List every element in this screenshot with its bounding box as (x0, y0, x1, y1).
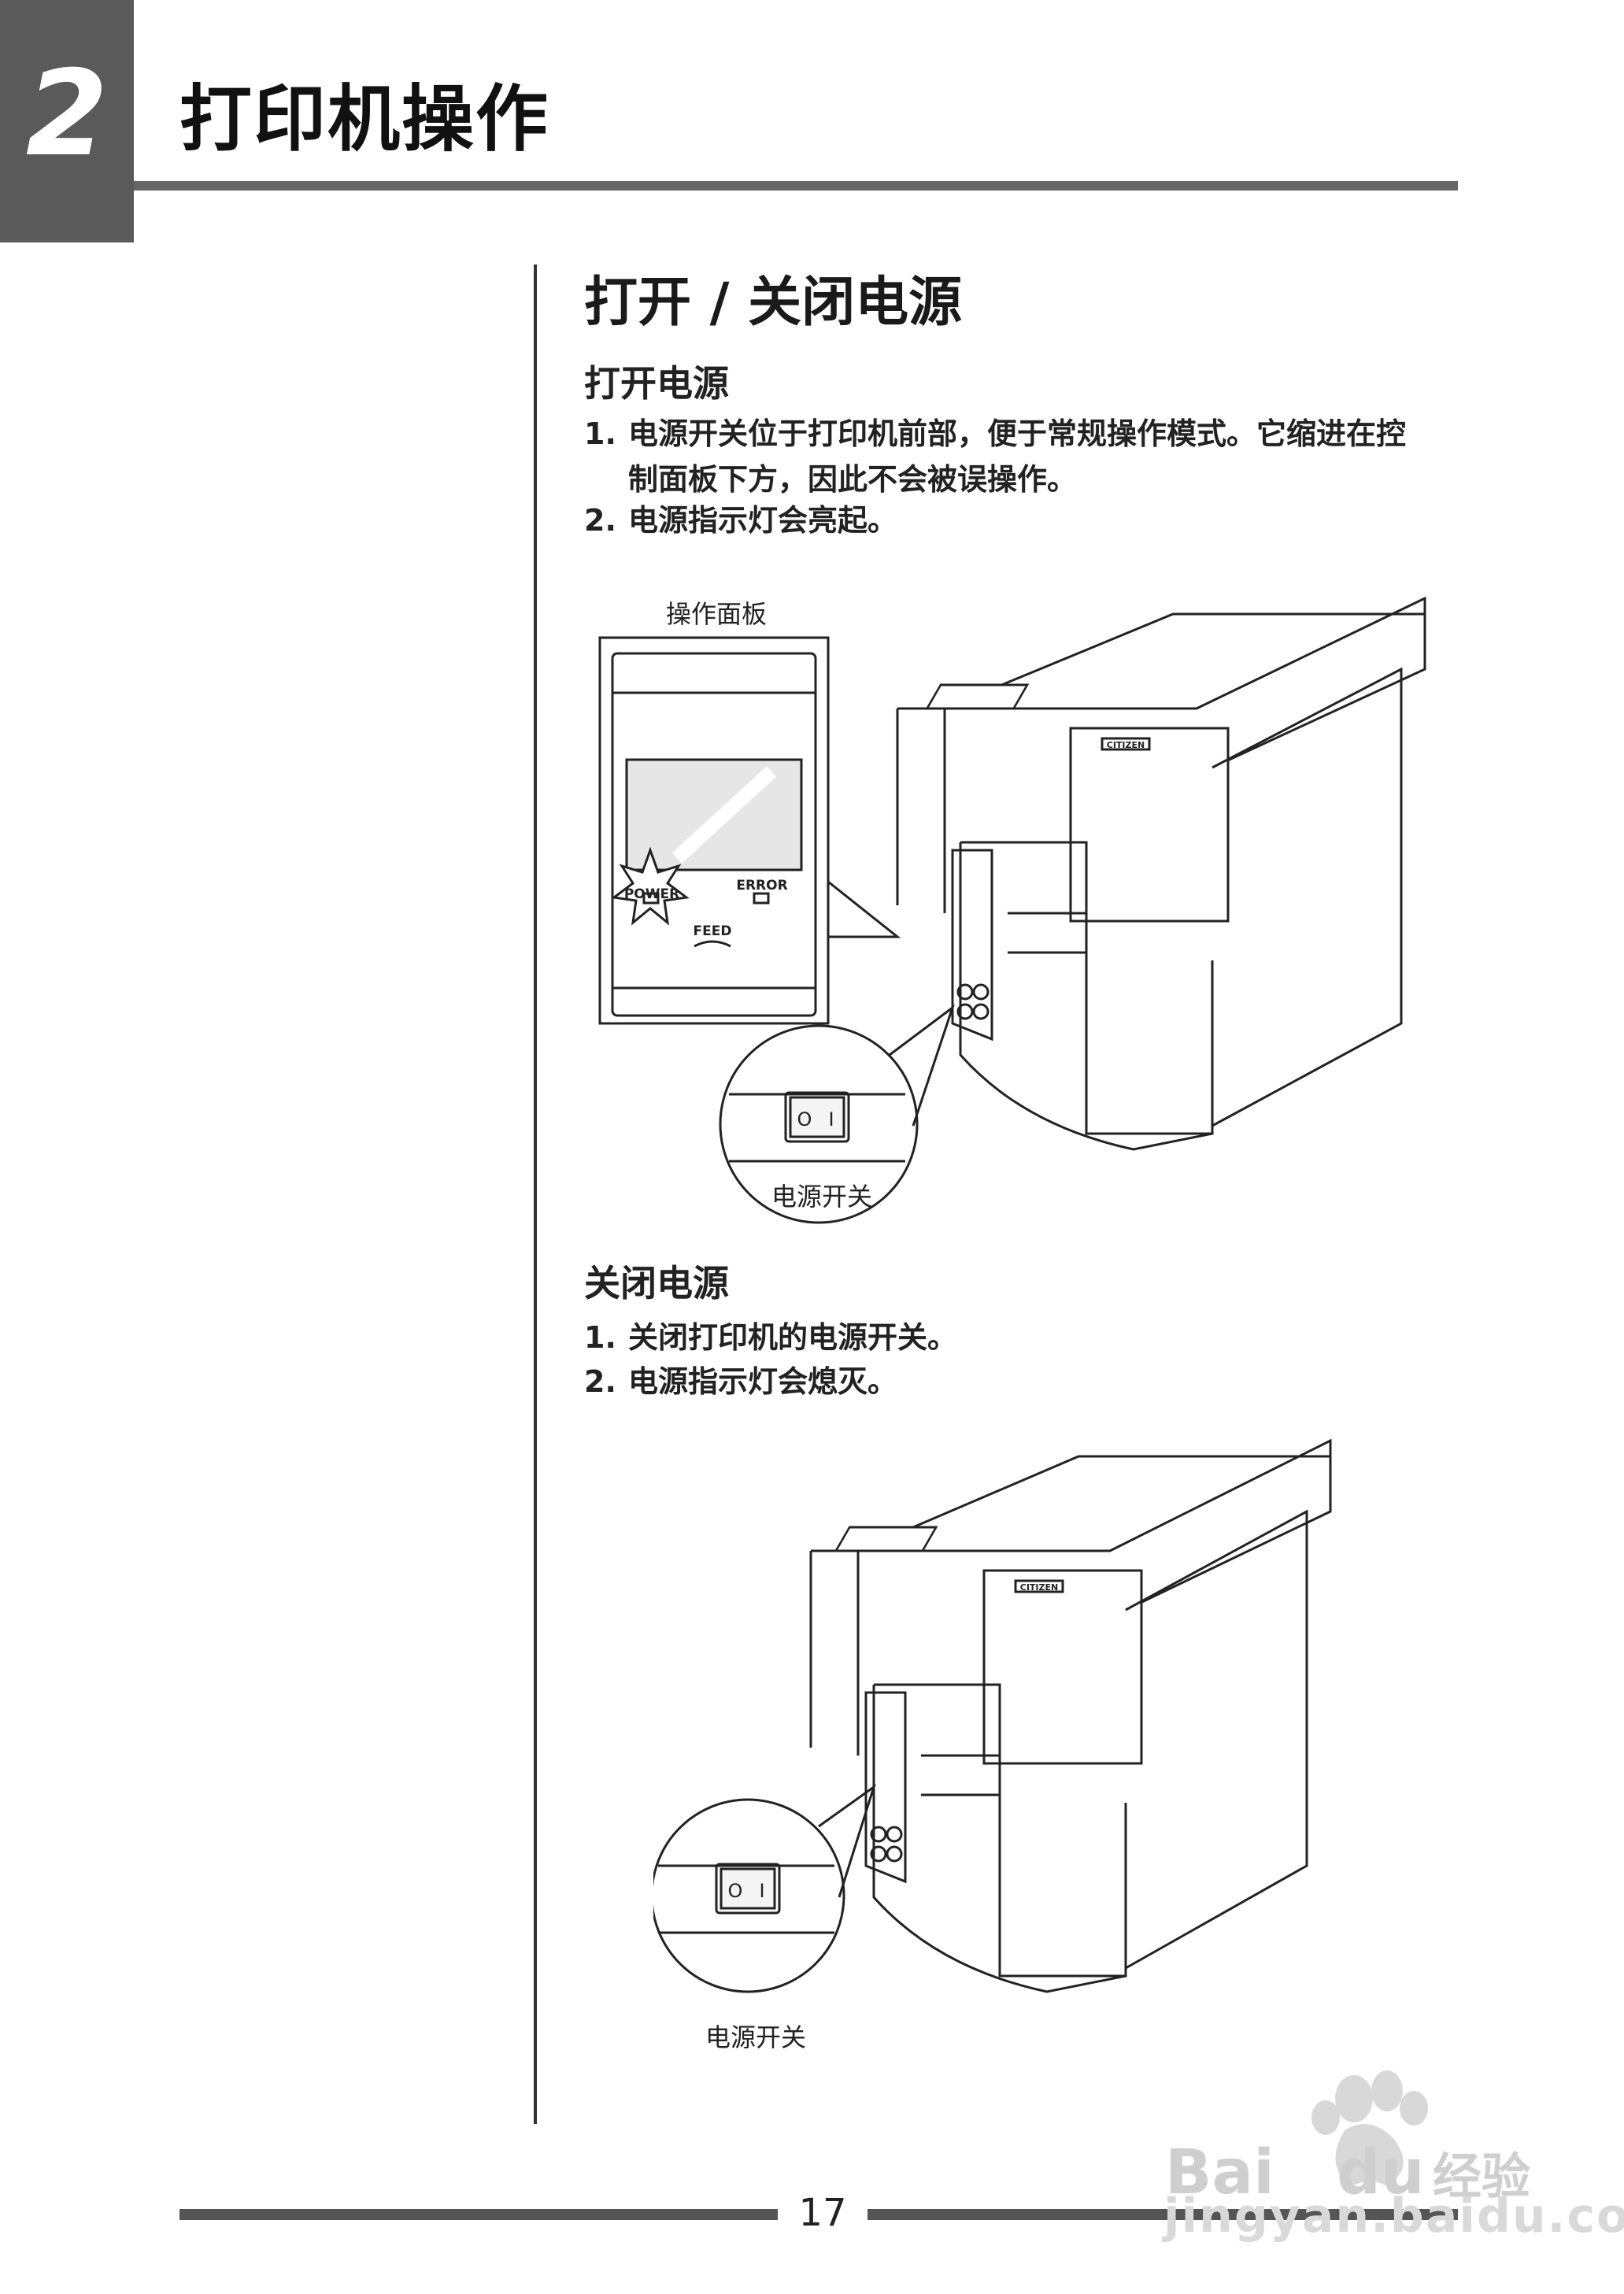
list-item-text: 关闭打印机的电源开关。 (628, 1320, 958, 1355)
watermark-brand-2: du (1337, 2137, 1424, 2208)
list-item-text: 电源指示灯会熄灭。 (628, 1364, 898, 1399)
front-cover (982, 1569, 1143, 1765)
power-switch-rocker (789, 1096, 845, 1138)
switch-off-glyph: O (797, 1108, 812, 1130)
power-led-glow-icon (611, 846, 690, 926)
list-item-number: 2. (584, 503, 616, 538)
power-switch-rocker (720, 1867, 776, 1910)
header-rule (134, 181, 1458, 191)
section-title: 打开 / 关闭电源 (584, 272, 963, 334)
control-panel-frame (611, 652, 817, 1017)
switch-caption: 电源开关 (705, 2022, 807, 2052)
baidu-watermark-logo: Bai du 经验 (1165, 2070, 1530, 2208)
list-item-number: 1. (584, 1320, 616, 1355)
footer-rule-left (179, 2209, 778, 2220)
list-item-number: 2. (584, 1364, 616, 1399)
printer-power-off-illustration: CITIZEN O I (653, 1438, 1332, 1993)
list-item: 2. 电源指示灯会亮起。 (584, 498, 897, 543)
top-window (925, 683, 1030, 710)
list-item-text-continued: 制面板下方，因此不会被误操作。 (628, 462, 1078, 497)
list-item-number: 1. (584, 416, 616, 451)
error-label: ERROR (736, 878, 787, 894)
column-divider (534, 265, 537, 2124)
watermark-url: jingyan.baidu.com (1163, 2189, 1624, 2244)
front-cover (1069, 727, 1230, 923)
list-item: 1. 关闭打印机的电源开关。 (584, 1315, 957, 1360)
chapter-number: 2 (25, 46, 109, 183)
power-led-icon (642, 892, 660, 905)
panel-caption: 操作面板 (666, 599, 768, 629)
brand-label: CITIZEN (1107, 740, 1145, 750)
watermark-brand: Bai (1165, 2137, 1274, 2208)
chapter-number-block (0, 0, 134, 242)
top-window (834, 1526, 938, 1552)
feed-button-icon (694, 940, 731, 948)
citizen-logo (1014, 1579, 1064, 1593)
subheading-power-off: 关闭电源 (584, 1262, 729, 1304)
watermark-cn: 经验 (1433, 2148, 1530, 2205)
list-item: 1. 电源开关位于打印机前部，便于常规操作模式。它缩进在控 制面板下方，因此不会被… (584, 411, 1406, 502)
power-switch (715, 1863, 781, 1915)
chapter-title: 打印机操作 (179, 77, 550, 161)
switch-on-glyph: I (759, 1880, 764, 1902)
footer-rule-right (867, 2209, 1458, 2220)
feed-label: FEED (694, 923, 732, 939)
switch-caption: 电源开关 (771, 1182, 873, 1212)
switch-on-glyph: I (828, 1108, 834, 1130)
printer-power-on-illustration: POWER ERROR FEED CITIZEN O I (598, 596, 1426, 1224)
switch-off-glyph: O (728, 1880, 743, 1902)
power-switch (784, 1091, 850, 1143)
error-led-icon (753, 892, 770, 905)
list-item-text: 电源指示灯会亮起。 (628, 503, 898, 538)
power-label: POWER (624, 886, 679, 902)
citizen-logo (1101, 737, 1151, 751)
printer-top-back (897, 596, 1426, 710)
brand-label: CITIZEN (1020, 1582, 1058, 1593)
page-number: 17 (798, 2191, 847, 2235)
list-item-text: 电源开关位于打印机前部，便于常规操作模式。它缩进在控 (628, 416, 1407, 451)
list-item: 2. 电源指示灯会熄灭。 (584, 1359, 897, 1404)
subheading-power-on: 打开电源 (584, 362, 729, 405)
